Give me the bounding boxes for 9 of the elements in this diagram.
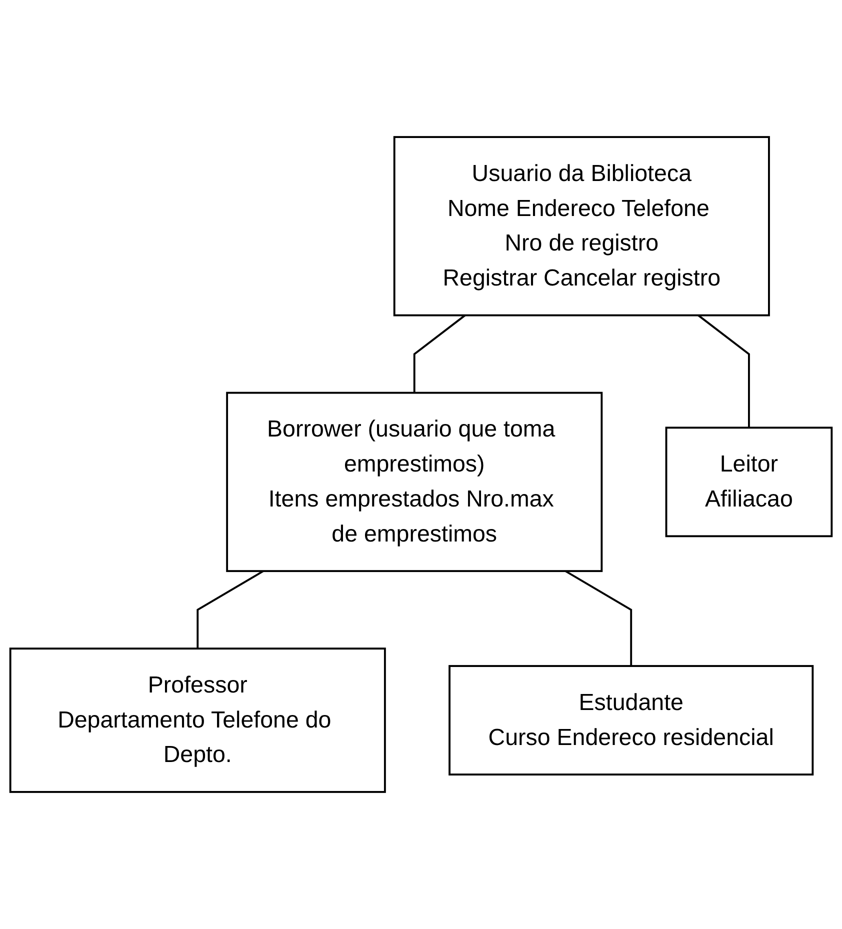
connector	[196, 570, 264, 649]
connector	[413, 314, 466, 393]
connector	[698, 314, 750, 428]
connector	[564, 570, 632, 666]
node-box: Borrower (usuario que toma emprestimos) Itens emprestados Nro.max de emprestimos	[226, 392, 603, 572]
node-box: Leitor Afiliacao	[665, 426, 833, 538]
node-box: Professor Departamento Telefone do Depto.	[9, 648, 386, 793]
node-box: Usuario da Biblioteca Nome Endereco Telefone Nro de registro Registrar Cancelar registro	[393, 136, 770, 316]
node-box: Estudante Curso Endereco residencial	[448, 665, 814, 776]
